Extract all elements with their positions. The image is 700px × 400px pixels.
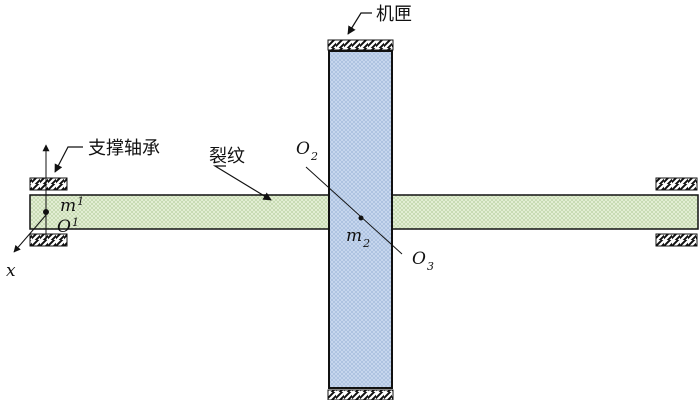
- casing-leader-line: [347, 12, 372, 35]
- bearing-leader-line: [54, 146, 83, 173]
- label-m2: m2: [346, 226, 370, 250]
- node-m2-dot: [358, 215, 364, 221]
- x-axis-arrow: [13, 214, 47, 253]
- left-bearing-bottom: [29, 233, 68, 247]
- right-bearing-bottom: [655, 233, 698, 247]
- label-m1: m1: [60, 195, 84, 216]
- node-m1-dot: [43, 209, 49, 215]
- casing-block-top: [327, 39, 394, 51]
- label-o1: O1: [57, 216, 79, 237]
- casing-label: 机匣: [376, 4, 412, 25]
- crack-leader-line: [212, 165, 272, 201]
- label-o2: O2: [296, 139, 318, 163]
- right-bearing-top: [655, 177, 698, 191]
- o2-o3-line: [305, 166, 403, 255]
- bearing-label: 支撑轴承: [88, 138, 160, 159]
- casing-block-bottom: [327, 389, 394, 400]
- left-bearing-top: [29, 177, 68, 191]
- crack-label: 裂纹: [209, 146, 245, 167]
- label-o3: O3: [412, 249, 434, 273]
- axis-x-label: x: [6, 261, 16, 281]
